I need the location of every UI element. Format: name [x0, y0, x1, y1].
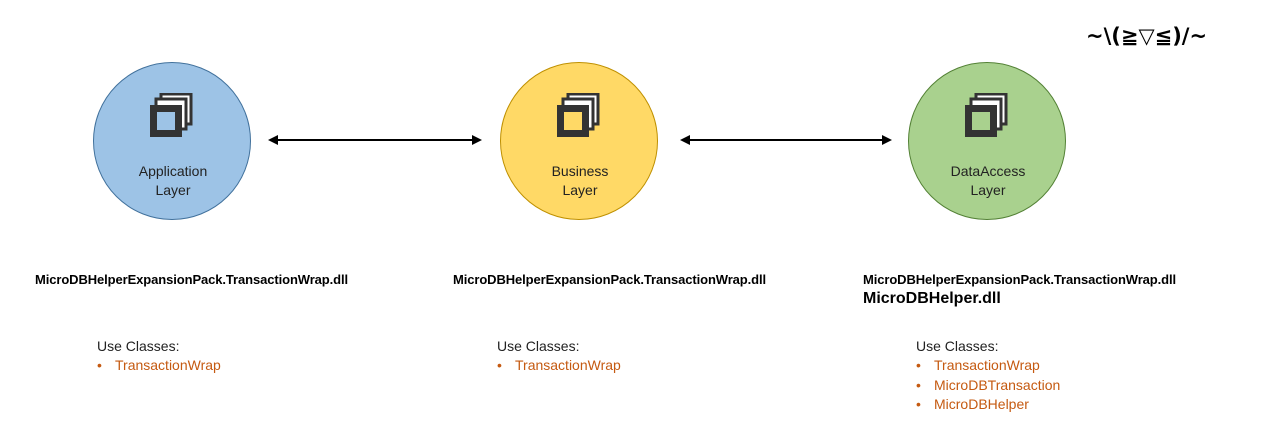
class-name: TransactionWrap: [115, 357, 221, 373]
double-arrow-app-business: [268, 135, 482, 145]
stacked-squares-icon: [965, 93, 1008, 137]
class-list: • TransactionWrap • MicroDBTransaction •…: [916, 356, 1060, 415]
dataaccess-dll-label: MicroDBHelperExpansionPack.TransactionWr…: [863, 272, 1177, 287]
class-list: • TransactionWrap: [97, 356, 221, 376]
bullet-icon: •: [497, 357, 502, 373]
business-use-classes: Use Classes: • TransactionWrap: [497, 336, 621, 376]
class-list-item: • MicroDBHelper: [916, 395, 1060, 415]
class-name: TransactionWrap: [934, 357, 1040, 373]
class-name: TransactionWrap: [515, 357, 621, 373]
class-name: MicroDBTransaction: [934, 376, 1061, 393]
layer-label-line1: DataAccess: [950, 163, 1026, 179]
dataaccess-layer-node: DataAccess Layer: [908, 62, 1066, 220]
double-arrow-business-dataaccess: [680, 135, 892, 145]
class-name: MicroDBHelper: [934, 396, 1029, 412]
stacked-squares-icon: [150, 93, 193, 137]
use-classes-heading: Use Classes:: [97, 338, 180, 354]
layer-label-line1: Business: [551, 163, 609, 179]
layer-label: DataAccess Layer: [909, 162, 1067, 200]
layer-label: Business Layer: [501, 162, 659, 200]
use-classes-heading: Use Classes:: [916, 338, 999, 354]
layer-label-line2: Layer: [155, 182, 191, 198]
bullet-icon: •: [97, 357, 102, 373]
class-list: • TransactionWrap: [497, 356, 621, 376]
bullet-icon: •: [916, 376, 921, 393]
bullet-icon: •: [916, 357, 921, 373]
class-list-item: • TransactionWrap: [916, 356, 1060, 376]
stacked-squares-icon: [557, 93, 600, 137]
business-dll-label: MicroDBHelperExpansionPack.TransactionWr…: [453, 272, 767, 287]
layer-label-line2: Layer: [562, 182, 598, 198]
dataaccess-extra-dll-label: MicroDBHelper.dll: [863, 290, 1001, 307]
business-layer-node: Business Layer: [500, 62, 658, 220]
class-list-item: • TransactionWrap: [497, 356, 621, 376]
class-list-item: • MicroDBTransaction: [916, 376, 1060, 396]
emoticon-text: ~\(≧▽≦)/~: [1086, 24, 1208, 48]
layer-label-line1: Application: [138, 163, 208, 179]
layer-label: Application Layer: [94, 162, 252, 200]
layer-label-line2: Layer: [970, 182, 1006, 198]
use-classes-heading: Use Classes:: [497, 338, 580, 354]
application-dll-label: MicroDBHelperExpansionPack.TransactionWr…: [35, 272, 349, 287]
dataaccess-use-classes: Use Classes: • TransactionWrap • MicroDB…: [916, 336, 1060, 415]
application-layer-node: Application Layer: [93, 62, 251, 220]
bullet-icon: •: [916, 396, 921, 412]
application-use-classes: Use Classes: • TransactionWrap: [97, 336, 221, 376]
class-list-item: • TransactionWrap: [97, 356, 221, 376]
